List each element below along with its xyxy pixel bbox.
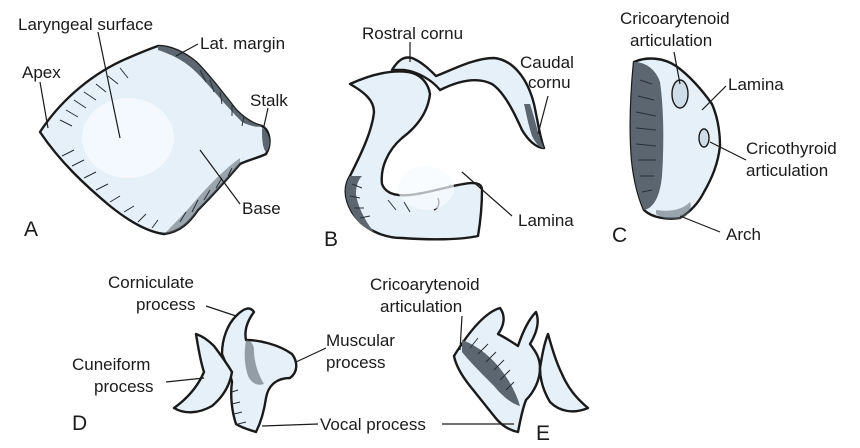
arytenoid-d-shape: [220, 307, 298, 434]
leader-caudal-cornu: [537, 95, 549, 135]
label-caudal-cornu-2: cornu: [528, 73, 571, 92]
panel-letter-a: A: [24, 218, 38, 241]
epiglottis-hatching: [59, 67, 245, 229]
label-vocal-process: Vocal process: [320, 415, 426, 434]
label-cricoarytenoid-e-2: articulation: [380, 297, 462, 316]
leader-muscular: [295, 347, 327, 363]
panel-c: Cricoarytenoid articulation Lamina Crico…: [612, 9, 837, 247]
epiglottis-base-shading: [164, 158, 240, 234]
arytenoid-e-dark-facet: [462, 340, 520, 406]
leader-vocal-process-d: [261, 423, 319, 427]
leader-base: [199, 149, 241, 205]
arch-shading: [656, 202, 691, 220]
label-arch: Arch: [726, 225, 761, 244]
label-apex: Apex: [22, 63, 61, 82]
cricoarytenoid-facet: [671, 79, 689, 109]
panel-letter-c: C: [612, 224, 627, 247]
muscular-process-e: [538, 332, 590, 413]
thyroid-highlight: [398, 166, 454, 210]
leader-lamina-c: [701, 85, 727, 111]
panel-letter-d: D: [72, 412, 87, 435]
label-cricothyroid-1: Cricothyroid: [746, 139, 837, 158]
cricoid-inner-shading: [630, 62, 664, 210]
label-laryngeal-surface: Laryngeal surface: [18, 15, 153, 34]
label-corniculate-2: process: [136, 295, 196, 314]
laryngeal-surface-highlight: [82, 98, 174, 178]
epiglottis-rim-shading: [158, 46, 262, 127]
cricoid-hatching: [635, 79, 657, 193]
label-lat-margin: Lat. margin: [200, 34, 285, 53]
label-cricoarytenoid-e-1: Cricoarytenoid: [370, 275, 480, 294]
caudal-cornu-shadow: [524, 104, 544, 148]
panel-a: Laryngeal surface Lat. margin Apex Stalk…: [18, 15, 288, 241]
leader-arch: [679, 215, 721, 233]
arytenoid-d-shading: [244, 340, 264, 385]
panel-letter-e: E: [536, 422, 550, 445]
stalk-tip: [262, 128, 270, 152]
panel-b: Rostral cornu Caudal cornu Lamina B: [324, 24, 574, 251]
label-base: Base: [242, 199, 281, 218]
label-cuneiform-2: process: [94, 377, 154, 396]
cricothyroid-facet: [698, 128, 710, 148]
arytenoid-e-hatching: [469, 337, 515, 391]
leader-cricoarytenoid-c: [673, 51, 681, 85]
thyroid-shape: [344, 70, 484, 241]
panel-e: Cricoarytenoid articulation E: [370, 275, 590, 445]
label-lamina-c: Lamina: [728, 75, 784, 94]
panel-letter-b: B: [324, 228, 338, 251]
label-corniculate-1: Corniculate: [108, 273, 194, 292]
leader-lat-margin: [175, 43, 199, 57]
leader-laryngeal-surface: [97, 31, 121, 139]
label-muscular-1: Muscular: [326, 331, 395, 350]
leader-lamina-b: [461, 171, 513, 217]
label-cuneiform-1: Cuneiform: [72, 355, 150, 374]
leader-cuneiform: [165, 377, 205, 383]
arytenoid-d-hatching: [231, 389, 247, 425]
panel-d: Corniculate process Cuneiform process Mu…: [72, 273, 426, 435]
label-rostral-cornu: Rostral cornu: [362, 24, 463, 43]
thyroid-hatching: [349, 183, 411, 219]
thyroid-shadow-left: [345, 176, 374, 232]
label-cricothyroid-2: articulation: [746, 161, 828, 180]
leader-stalk: [263, 107, 269, 127]
leader-corniculate: [205, 305, 237, 317]
label-stalk: Stalk: [250, 91, 288, 110]
cuneiform-process-d: [172, 332, 234, 414]
label-cricoarytenoid-c-1: Cricoarytenoid: [620, 9, 730, 28]
label-caudal-cornu-1: Caudal: [520, 53, 574, 72]
label-muscular-2: process: [326, 353, 386, 372]
leader-apex: [39, 81, 49, 129]
leader-cricothyroid: [709, 141, 747, 161]
label-cricoarytenoid-c-2: articulation: [630, 31, 712, 50]
label-lamina-b: Lamina: [518, 211, 574, 230]
leader-cricoarytenoid-e: [459, 315, 463, 351]
